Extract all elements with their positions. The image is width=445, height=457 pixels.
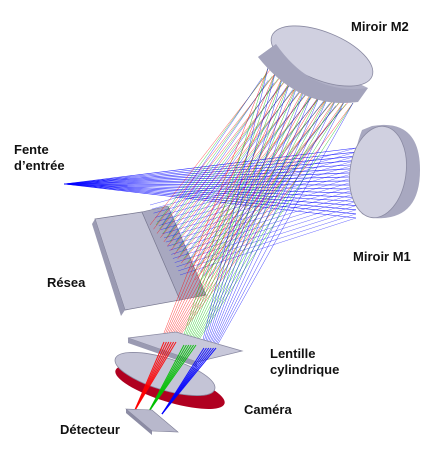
camera-label: Caméra: [244, 402, 292, 417]
mirror-m2: [258, 25, 374, 104]
cylindrical-lens-label-line2: cylindrique: [270, 362, 340, 377]
entrance-slit-label-line2: d’entrée: [14, 158, 65, 173]
mirror-m1-label: Miroir M1: [353, 249, 411, 264]
detector-label: Détecteur: [60, 422, 120, 437]
camera: [114, 352, 225, 409]
light-beams: [63, 67, 357, 345]
focused-beams: [133, 341, 217, 415]
mirror-m1: [349, 124, 420, 219]
cylindrical-lens-label-line1: Lentille: [270, 346, 316, 361]
detector: [125, 408, 179, 435]
grating: [92, 205, 207, 316]
mirror-m2-label: Miroir M2: [351, 19, 409, 34]
grating-label: Résea: [47, 275, 86, 290]
entrance-slit-label-line1: Fente: [14, 142, 49, 157]
